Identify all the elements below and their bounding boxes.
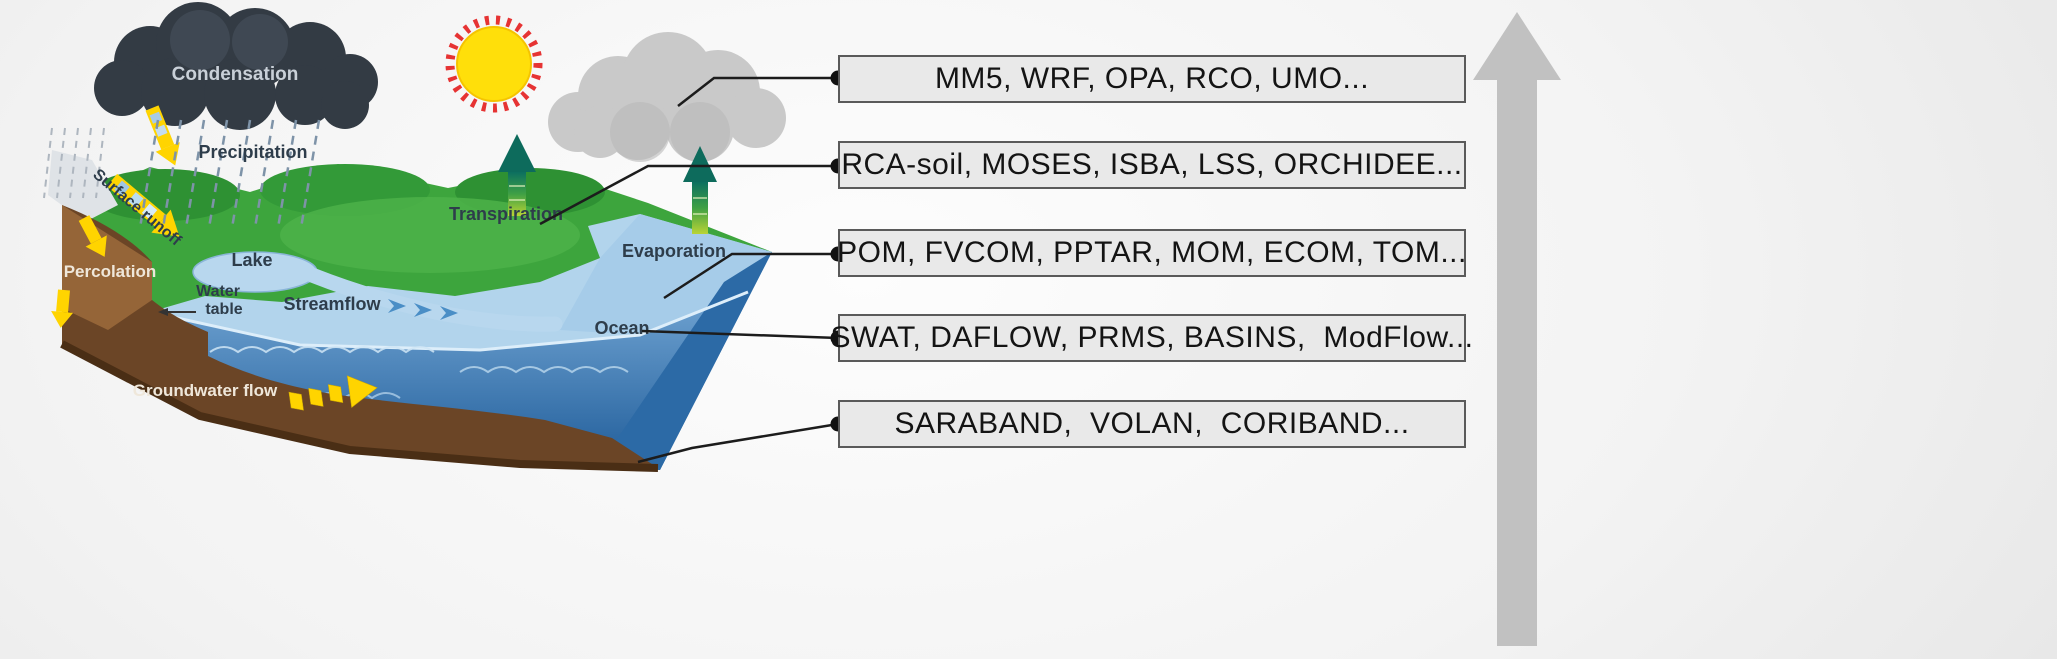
transpiration-arrow (498, 134, 536, 216)
rain-streaks (138, 119, 321, 229)
streamflow-arrows (388, 299, 458, 320)
model-box-2: RCA-soil, MOSES, ISBA, LSS, ORCHIDEE... (838, 141, 1466, 189)
connector-ocean (663, 252, 838, 300)
label-condensation: Condensation (172, 64, 299, 85)
river (304, 267, 563, 332)
wave-scallops (209, 346, 435, 354)
meadow-highlight (280, 197, 580, 273)
connector-streamflow (641, 329, 839, 340)
model-box-4-label: SWAT, DAFLOW, PRMS, BASINS, ModFlow... (830, 321, 1474, 354)
wave-scallops (459, 366, 629, 374)
groundwater-flow-arrows (288, 375, 378, 411)
hill (90, 169, 240, 221)
model-box-3: POM, FVCOM, PPTAR, MOM, ECOM, TOM... (837, 229, 1467, 277)
label-water-table-line1: Water (196, 283, 240, 300)
model-box-3-label: POM, FVCOM, PPTAR, MOM, ECOM, TOM... (837, 236, 1467, 269)
cliff-face (62, 205, 152, 330)
label-streamflow: Streamflow (283, 294, 381, 314)
underground-bottom-edge (60, 340, 659, 472)
surface-runoff-arrow (106, 173, 180, 237)
cliff-white-band (48, 150, 118, 222)
label-percolation: Percolation (64, 262, 157, 281)
model-box-4: SWAT, DAFLOW, PRMS, BASINS, ModFlow... (831, 314, 1473, 362)
percolation-arrow (78, 215, 107, 257)
shoreline-wave (149, 290, 749, 352)
water-table-arrow (158, 308, 196, 316)
model-box-5-label: SARABAND, VOLAN, CORIBAND... (894, 407, 1410, 440)
model-box-2-label: RCA-soil, MOSES, ISBA, LSS, ORCHIDEE... (841, 148, 1463, 181)
label-transpiration: Transpiration (449, 204, 563, 224)
sea-right-face (604, 252, 772, 470)
rain-streaks-left (43, 127, 105, 199)
model-box-5: SARABAND, VOLAN, CORIBAND... (838, 400, 1466, 448)
label-ocean: Ocean (594, 318, 649, 338)
label-groundwater-flow: Groundwater flow (133, 381, 278, 400)
connector-groundwater (637, 422, 839, 464)
scale-up-arrow (1473, 12, 1561, 646)
ocean-surface (560, 214, 772, 335)
connector-atmosphere (677, 76, 838, 107)
connector-lines (539, 76, 839, 464)
land-block (48, 150, 772, 472)
model-box-1-label: MM5, WRF, OPA, RCO, UMO... (934, 62, 1370, 95)
label-lake: Lake (231, 250, 272, 270)
storm-cloud (94, 2, 378, 130)
sun (445, 15, 543, 113)
label-evaporation: Evaporation (622, 241, 726, 261)
underground-soil (62, 205, 658, 468)
model-box-1: MM5, WRF, OPA, RCO, UMO... (838, 55, 1466, 103)
connector-land-surface (539, 164, 838, 226)
percolation-arrow (51, 289, 74, 328)
gray-cloud (548, 32, 786, 162)
label-precipitation: Precipitation (198, 142, 307, 162)
label-water-table-line2: table (205, 301, 242, 318)
evaporation-arrow (683, 146, 717, 234)
